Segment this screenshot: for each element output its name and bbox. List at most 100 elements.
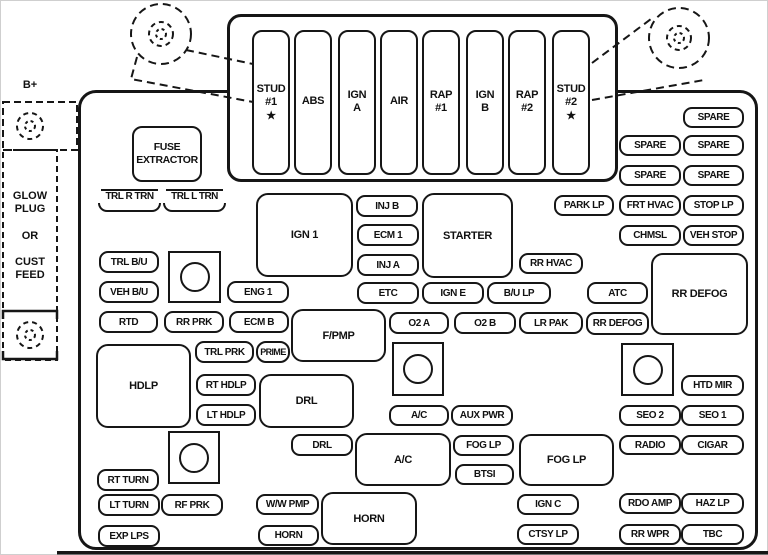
fuse-label: IGN A — [347, 88, 367, 114]
fuse-label: TRL R TRN — [101, 189, 158, 202]
mini-fuse-rr-hvac: RR HVAC — [519, 253, 583, 274]
mini-fuse-drl: DRL — [291, 434, 353, 456]
relay-rr-defog: RR DEFOG — [651, 253, 748, 335]
mini-fuse-spare-1: SPARE — [683, 107, 744, 128]
relay-fpmp: F/PMP — [291, 309, 386, 362]
star-icon: ★ — [266, 109, 276, 122]
mini-fuse-rr-prk: RR PRK — [164, 311, 224, 333]
relay-ign1: IGN 1 — [256, 193, 353, 277]
mini-fuse-spare-5: SPARE — [683, 165, 744, 186]
mini-fuse-ww-pmp: W/W PMP — [256, 494, 319, 515]
mini-fuse-eng1: ENG 1 — [227, 281, 289, 303]
maxi-fuse-rap-1: RAP #1 — [422, 30, 460, 175]
relay-pin-circle — [179, 262, 210, 292]
mini-fuse-seo2: SEO 2 — [619, 405, 681, 426]
mini-fuse-ecm1: ECM 1 — [357, 224, 419, 246]
fuse-extractor: FUSE EXTRACTOR — [132, 126, 202, 182]
mini-fuse-park-lp: PARK LP — [554, 195, 614, 216]
mini-fuse-rt-hdlp: RT HDLP — [196, 374, 256, 396]
mini-fuse-lt-hdlp: LT HDLP — [196, 404, 256, 426]
mini-fuse-ac: A/C — [389, 405, 449, 426]
mini-fuse-aux-pwr: AUX PWR — [451, 405, 513, 426]
mini-fuse-trl-prk: TRL PRK — [195, 341, 254, 363]
mini-fuse-veh-stop: VEH STOP — [683, 225, 744, 246]
mini-fuse-lr-pak: LR PAK — [519, 312, 583, 334]
maxi-fuse-ign-b: IGN B — [466, 30, 504, 175]
mini-fuse-etc: ETC — [357, 282, 419, 304]
fuse-label: RAP #1 — [429, 88, 453, 114]
fuse-trl-r-trn: TRL R TRN — [98, 189, 161, 212]
b-plus-label: B+ — [22, 79, 38, 91]
mini-fuse-rr-defog: RR DEFOG — [586, 312, 649, 335]
fuse-label: AIR — [389, 95, 409, 108]
mini-fuse-ecm-b: ECM B — [229, 311, 289, 333]
fuse-label: STUD #2 — [556, 83, 586, 108]
mini-fuse-o2a: O2 A — [389, 312, 449, 334]
relay-fog-lp: FOG LP — [519, 434, 614, 486]
mini-fuse-exp-lps: EXP LPS — [98, 525, 160, 547]
mini-fuse-veh-bu: VEH B/U — [99, 281, 159, 303]
mini-fuse-frt-hvac: FRT HVAC — [619, 195, 681, 216]
mini-fuse-htd-mir: HTD MIR — [681, 375, 744, 396]
mini-fuse-ctsy-lp: CTSY LP — [517, 524, 579, 545]
relay-starter: STARTER — [422, 193, 513, 278]
fuse-label: TRL L TRN — [166, 189, 223, 202]
feed-stud-bracket-icon — [1, 309, 59, 361]
maxi-fuse-ign-a: IGN A — [338, 30, 376, 175]
mini-fuse-rr-wpr: RR WPR — [619, 524, 681, 545]
mini-fuse-horn: HORN — [258, 525, 319, 546]
mini-fuse-rf-prk: RF PRK — [161, 494, 223, 516]
fuse-socket-bracket — [163, 203, 226, 212]
mini-fuse-tbc: TBC — [681, 524, 744, 545]
mini-fuse-inj-a: INJ A — [357, 254, 419, 276]
maxi-fuse-air: AIR — [380, 30, 418, 175]
mini-fuse-bu-lp: B/U LP — [487, 282, 551, 304]
relay-pin-circle — [632, 354, 663, 385]
relay-socket-4 — [621, 343, 674, 396]
maxi-fuse-rap-2: RAP #2 — [508, 30, 546, 175]
fuse-label: RAP #2 — [515, 88, 539, 114]
relay-pin-circle — [403, 354, 433, 384]
mini-fuse-spare-2: SPARE — [619, 135, 681, 156]
fuse-label: ABS — [301, 95, 325, 108]
mini-fuse-ign-e: IGN E — [422, 282, 484, 304]
relay-socket-2 — [168, 431, 220, 484]
mini-fuse-lt-turn: LT TURN — [98, 494, 160, 516]
mini-fuse-seo1: SEO 1 — [681, 405, 744, 426]
mini-fuse-inj-b: INJ B — [356, 195, 418, 217]
fuse-socket-bracket — [98, 203, 161, 212]
mini-fuse-rtd: RTD — [99, 311, 158, 333]
maxi-fuse-abs: ABS — [294, 30, 332, 175]
mini-fuse-prime: PRIME — [256, 341, 290, 363]
mini-fuse-stop-lp: STOP LP — [683, 195, 744, 216]
mini-fuse-cigar: CIGAR — [681, 435, 744, 455]
relay-pin-circle — [179, 442, 209, 473]
mini-fuse-spare-4: SPARE — [619, 165, 681, 186]
fuse-label: STUD #1 — [256, 83, 286, 108]
mini-fuse-btsi: BTSI — [455, 464, 514, 485]
maxi-fuse-stud-1: STUD #1 ★ — [252, 30, 290, 175]
glow-plug-note: GLOW PLUG OR CUST FEED — [12, 190, 48, 282]
mini-fuse-rdo-amp: RDO AMP — [619, 493, 681, 514]
mini-fuse-chmsl: CHMSL — [619, 225, 681, 246]
star-icon: ★ — [566, 109, 576, 122]
relay-socket-3 — [392, 342, 444, 396]
relay-drl: DRL — [259, 374, 354, 428]
fuse-label: IGN B — [475, 88, 495, 114]
mini-fuse-o2b: O2 B — [454, 312, 516, 334]
mini-fuse-rt-turn: RT TURN — [97, 469, 159, 491]
relay-horn: HORN — [321, 492, 417, 545]
mini-fuse-radio: RADIO — [619, 435, 681, 455]
mini-fuse-haz-lp: HAZ LP — [681, 493, 744, 514]
maxi-fuse-stud-2: STUD #2 ★ — [552, 30, 590, 175]
relay-ac: A/C — [355, 433, 451, 486]
mini-fuse-atc: ATC — [587, 282, 648, 304]
mini-fuse-spare-3: SPARE — [683, 135, 744, 156]
relay-hdlp: HDLP — [96, 344, 191, 428]
bottom-rule — [57, 551, 768, 555]
b-plus-stud-icon — [2, 101, 78, 151]
mini-fuse-ign-c: IGN C — [517, 494, 579, 515]
mini-fuse-fog-lp: FOG LP — [453, 435, 514, 456]
fuse-trl-l-trn: TRL L TRN — [163, 189, 226, 212]
